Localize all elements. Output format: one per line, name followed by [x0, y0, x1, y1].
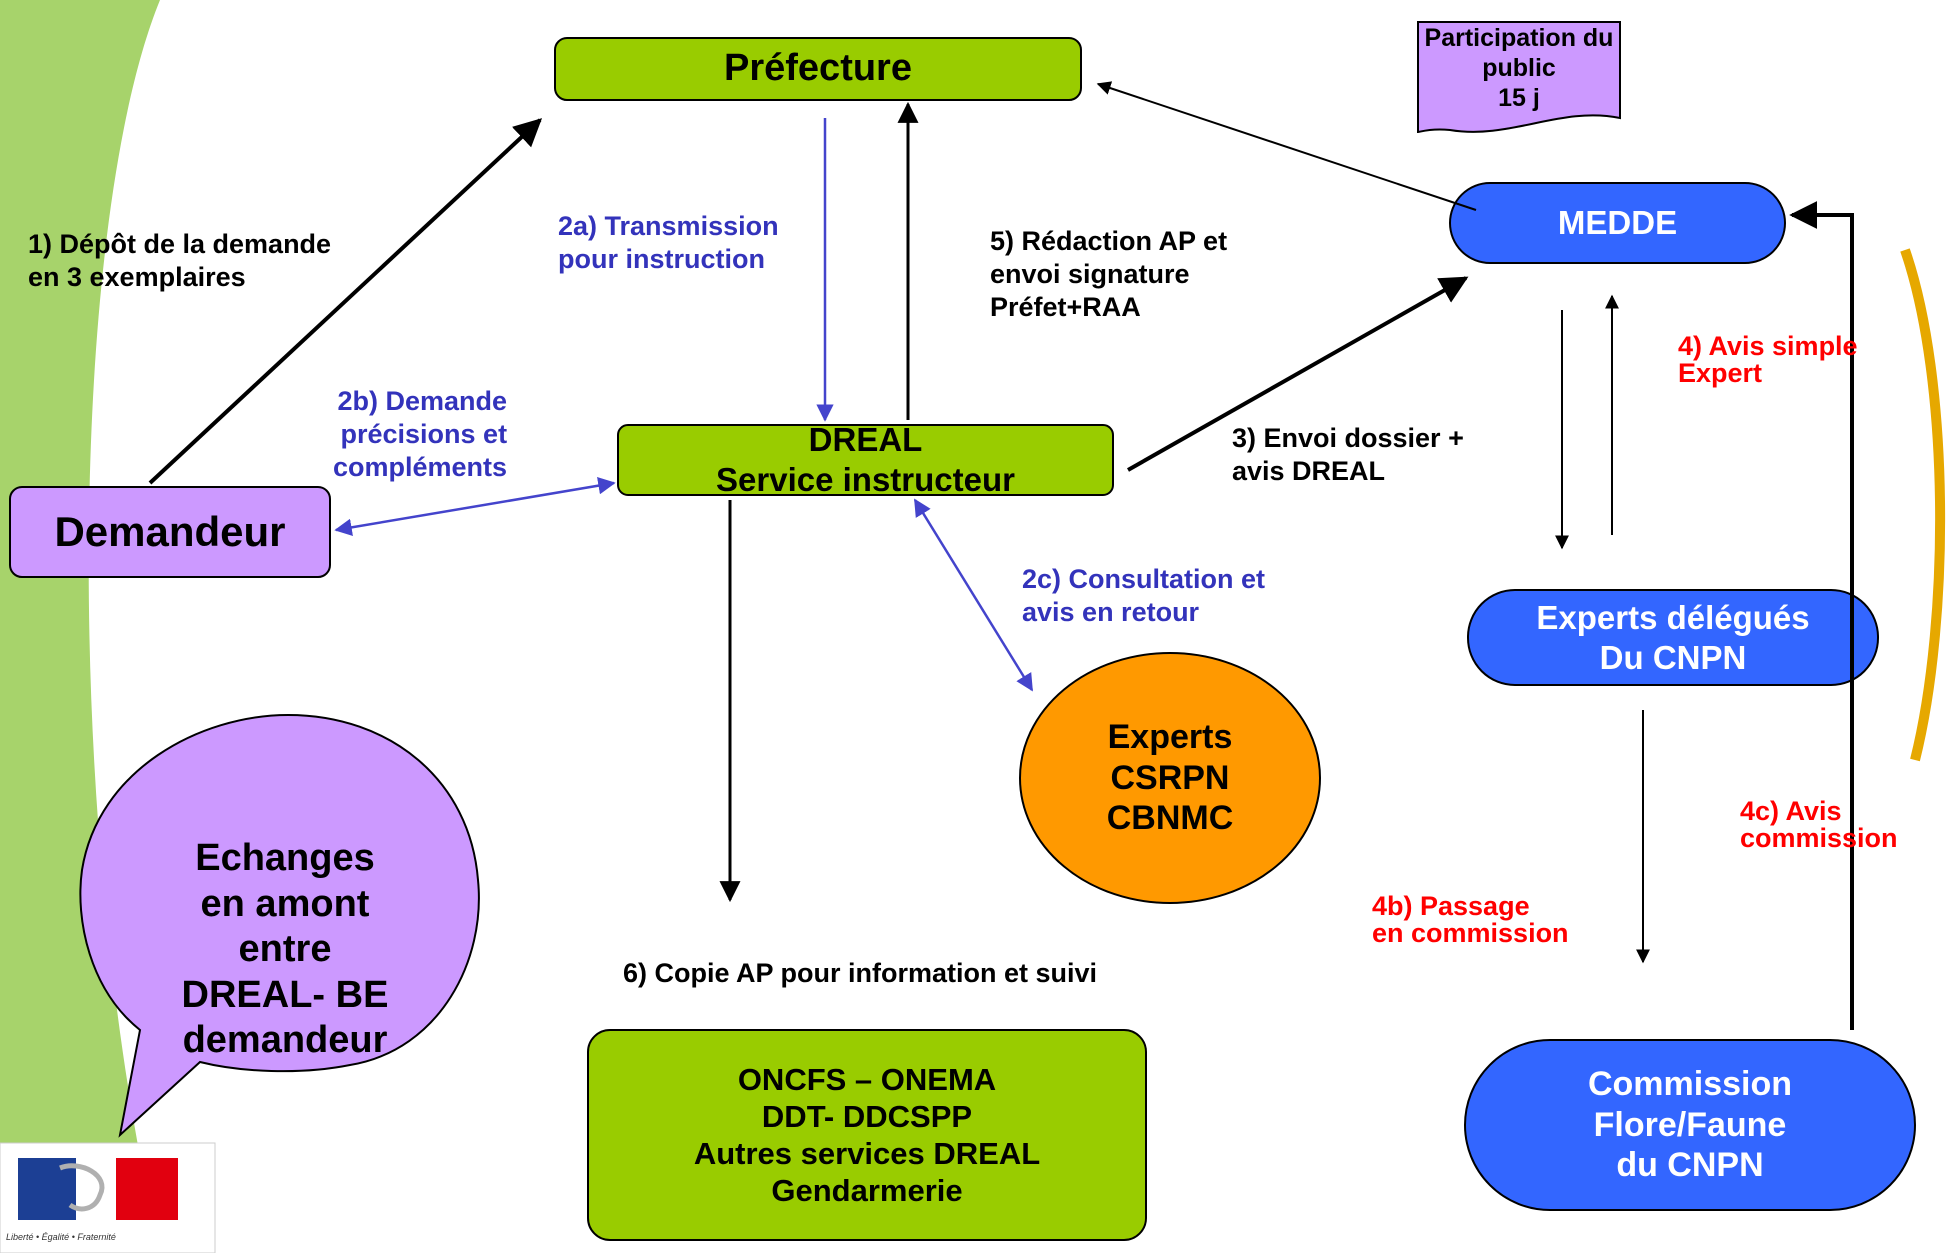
demandeur-label: Demandeur: [54, 507, 286, 555]
participation-label: Participation du public 15 j: [1424, 23, 1614, 112]
republique-logo: [0, 1142, 216, 1253]
experts-delegues-node[interactable]: [1467, 589, 1879, 686]
arrow-step3: [1127, 276, 1469, 472]
oncfs-label: ONCFS – ONEMA DDT- DDCSPP Autres service…: [693, 1061, 1041, 1209]
step2a-label: 2a) Transmission pour instruction: [558, 211, 779, 274]
arrow-step4c: [1789, 201, 1854, 1030]
logo-motto: Liberté • Égalité • Fraternité: [6, 1232, 116, 1242]
step3-label: 3) Envoi dossier + avis DREAL: [1232, 423, 1464, 486]
demandeur-node[interactable]: [9, 486, 331, 578]
left-green-band: [0, 0, 160, 1253]
experts-csrpn-label: Experts CSRPN CBNMC: [1106, 717, 1234, 838]
arrow-medde-to-prefecture: [1096, 81, 1477, 211]
experts-csrpn-node[interactable]: [1019, 652, 1321, 904]
commission-label: Commission Flore/Faune du CNPN: [1587, 1064, 1793, 1185]
step2c-label: 2c) Consultation et avis en retour: [1022, 564, 1266, 627]
dreal-label: DREAL Service instructeur: [716, 421, 1015, 498]
arrow-step2c: [913, 498, 1034, 692]
step2b-label: 2b) Demande précisions et compléments: [333, 386, 508, 482]
dreal-node[interactable]: [617, 424, 1114, 496]
echanges-bubble[interactable]: [79, 713, 480, 1138]
arrow-step1: [148, 118, 543, 485]
step5-label: 5) Rédaction AP et envoi signature Préfe…: [990, 226, 1228, 322]
participation-node[interactable]: [1417, 21, 1621, 134]
step1-label: 1) Dépôt de la demande en 3 exemplaires: [28, 229, 332, 292]
prefecture-node[interactable]: [554, 37, 1082, 101]
step4b-label: 4b) Passage en commission: [1372, 891, 1569, 948]
medde-node[interactable]: [1449, 182, 1786, 264]
echanges-label: Echanges en amont entre DREAL- BE demand…: [181, 837, 389, 1062]
right-brace: [1900, 248, 1946, 762]
oncfs-node[interactable]: [587, 1029, 1147, 1241]
experts-delegues-label: Experts délégués Du CNPN: [1536, 598, 1810, 676]
commission-node[interactable]: [1464, 1039, 1916, 1211]
step4-label: 4) Avis simple Expert: [1678, 331, 1858, 388]
medde-label: MEDDE: [1557, 204, 1678, 242]
arrow-step2b: [334, 476, 616, 537]
step4c-label: 4c) Avis commission: [1740, 796, 1898, 853]
step6-label: 6) Copie AP pour information et suivi: [623, 958, 1098, 988]
prefecture-label: Préfecture: [724, 47, 912, 90]
